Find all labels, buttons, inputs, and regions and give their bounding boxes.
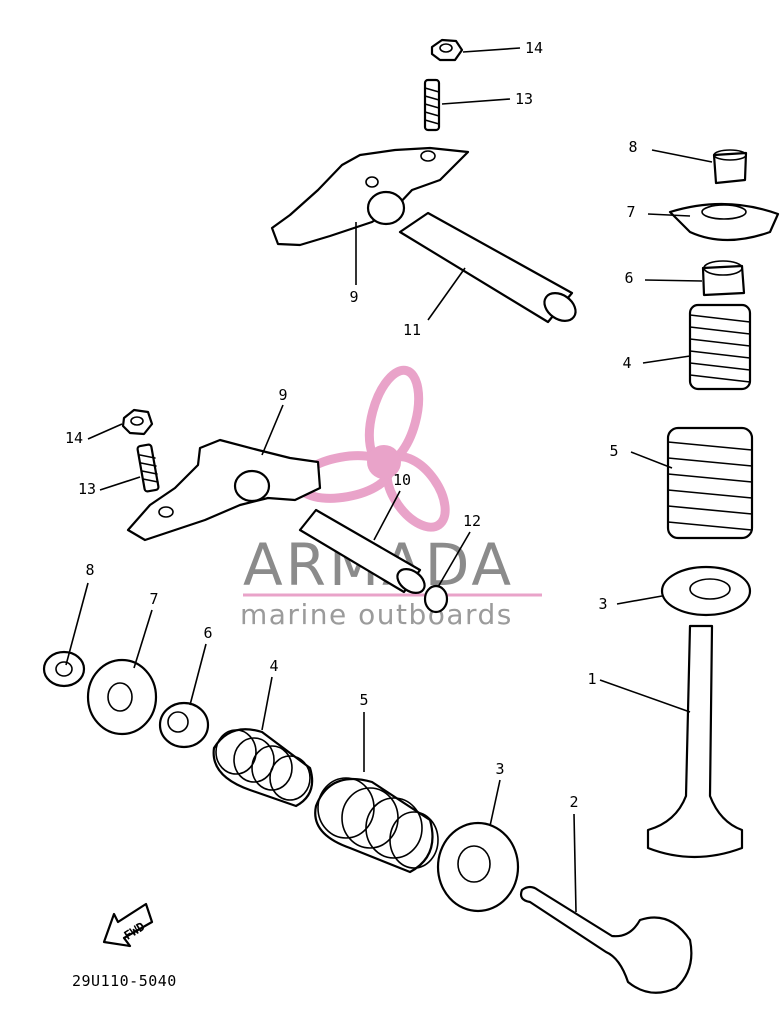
leader-lines [65, 47, 713, 913]
callout-c5r: 5 [609, 442, 618, 460]
rocker-shaft-lower [298, 508, 426, 594]
callout-c10: 10 [393, 471, 411, 489]
callout-c8r: 8 [628, 138, 637, 156]
valve-cotter-right [712, 149, 748, 185]
intake-valve [519, 885, 693, 994]
valve-stem-seal-left [158, 701, 210, 749]
adjusting-screw-lower [136, 443, 160, 493]
callout-c1: 1 [587, 670, 596, 688]
callout-labels: 14 13 8 7 6 9 11 4 9 14 5 10 13 12 8 3 7 6 4 1 5 3 2 [65, 39, 638, 811]
callout-c4l: 4 [269, 657, 278, 675]
inner-spring-left [212, 728, 314, 808]
callout-c2: 2 [569, 793, 578, 811]
callout-c3l: 3 [495, 760, 504, 778]
callout-c4r: 4 [622, 354, 631, 372]
callout-c12: 12 [463, 512, 481, 530]
callout-c8l: 8 [85, 561, 94, 579]
adjusting-nut-lower [121, 408, 154, 436]
callout-c9b: 9 [278, 386, 287, 404]
o-ring [423, 584, 449, 614]
watermark-tagline: marine outboards [240, 598, 513, 631]
adjusting-screw-upper [423, 78, 441, 132]
callout-c3r: 3 [598, 595, 607, 613]
propeller-logo-icon [294, 365, 450, 532]
callout-c7l: 7 [149, 590, 158, 608]
spring-seat-right [660, 565, 752, 617]
rocker-arm-lower [126, 438, 322, 542]
spring-seat-left [436, 821, 520, 913]
callout-c5l: 5 [359, 691, 368, 709]
callout-c6r: 6 [624, 269, 633, 287]
spring-retainer-right [668, 202, 780, 242]
fwd-arrow-icon: FWD [102, 902, 154, 948]
callout-c13a: 13 [515, 90, 533, 108]
callout-c9a: 9 [349, 288, 358, 306]
rocker-arm-upper [270, 146, 470, 247]
drawing-part-number: 29U110-5040 [72, 972, 177, 990]
adjusting-nut-upper [430, 38, 464, 62]
callout-c6l: 6 [203, 624, 212, 642]
exhaust-valve [646, 624, 744, 859]
valve-cotter-left [42, 650, 86, 688]
callout-c14b: 14 [65, 429, 83, 447]
callout-c13b: 13 [78, 480, 96, 498]
valve-stem-seal-right [701, 260, 746, 297]
outer-spring-right [666, 426, 754, 540]
spring-retainer-left [86, 658, 158, 736]
outer-spring-left [314, 777, 439, 874]
callout-c14a: 14 [525, 39, 543, 57]
rocker-shaft-upper [398, 211, 577, 324]
callout-c11: 11 [403, 321, 421, 339]
callout-c7r: 7 [626, 203, 635, 221]
inner-spring-right [688, 303, 752, 391]
